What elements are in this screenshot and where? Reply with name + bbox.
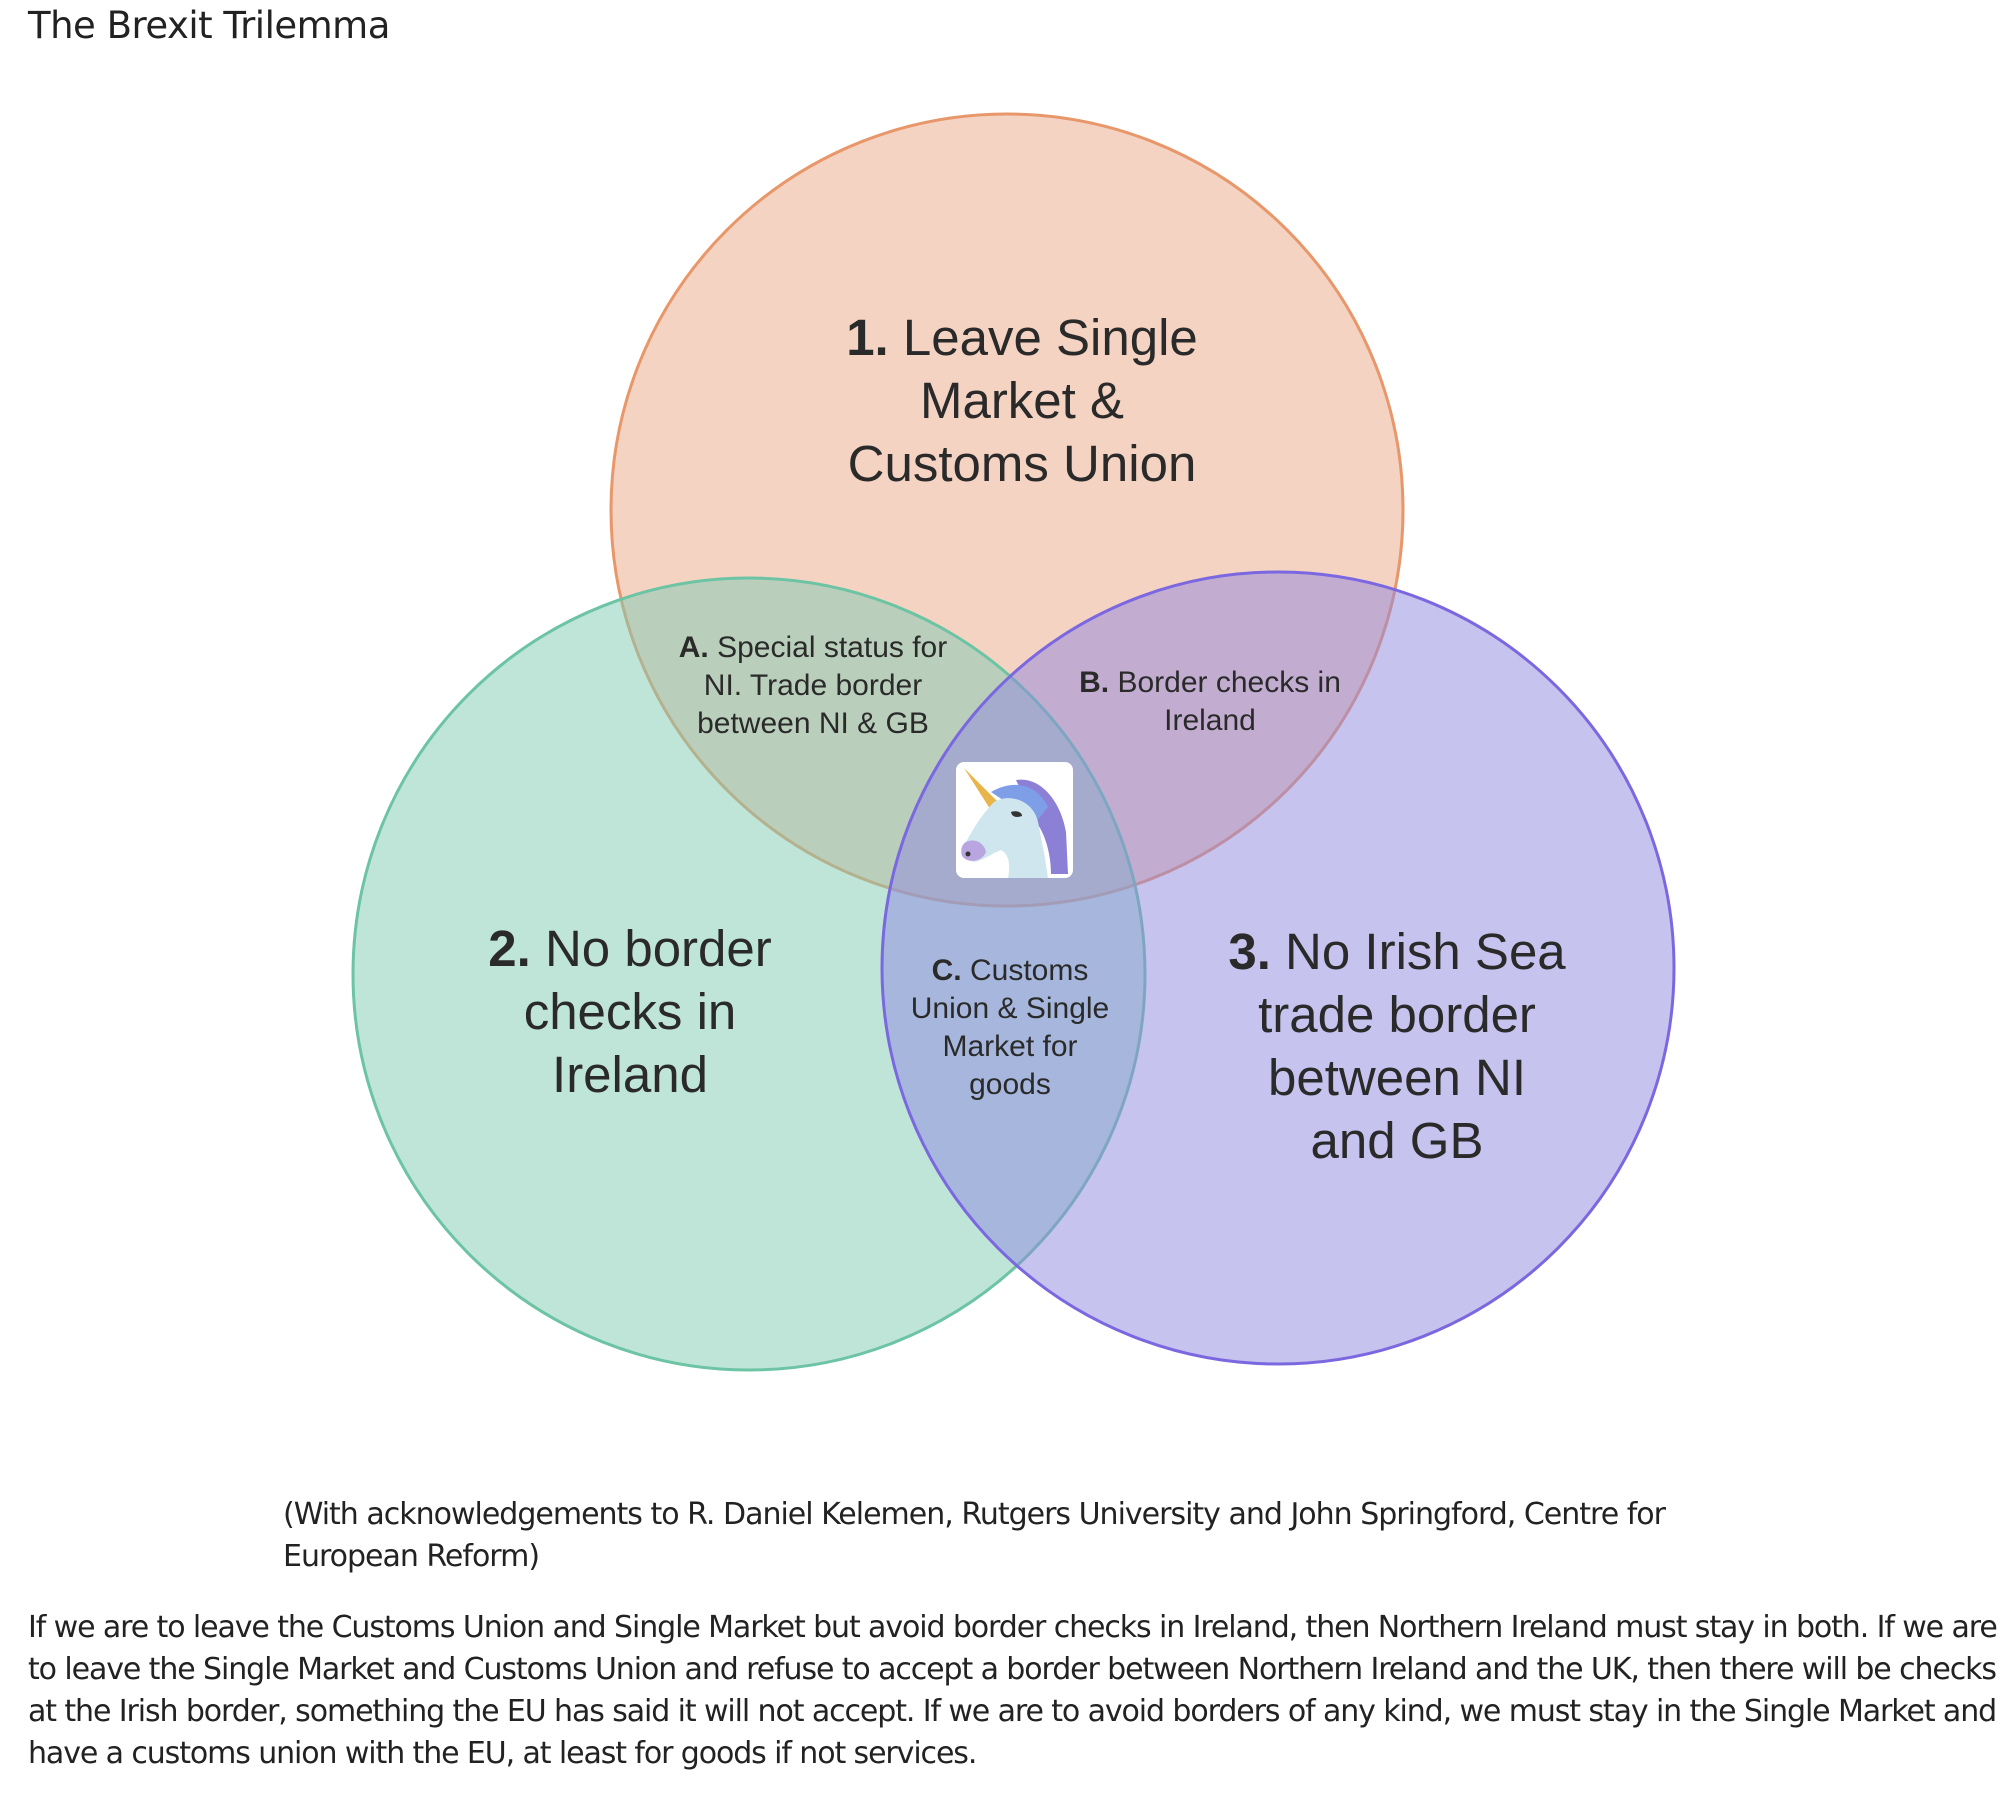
label-circle-1: 1. Leave Single Market & Customs Union [846,309,1198,492]
body-paragraph: If we are to leave the Customs Union and… [28,1610,1998,1771]
label-overlap-c: C. Customs Union & Single Market for goo… [910,954,1110,1101]
page-title: The Brexit Trilemma [28,4,390,47]
label-circle-2: 2. No border checks in Ireland [488,920,772,1103]
label-overlap-a: A. Special status for NI. Trade border b… [678,631,948,740]
label-overlap-b: B. Border checks in Ireland [1079,666,1341,737]
circle-no-irish-sea-border [880,570,1676,1366]
label-circle-3: 3. No Irish Sea trade border between NI … [1228,923,1566,1169]
unicorn-icon [956,762,1073,878]
caption-acknowledgements: (With acknowledgements to R. Daniel Kele… [283,1497,1666,1574]
